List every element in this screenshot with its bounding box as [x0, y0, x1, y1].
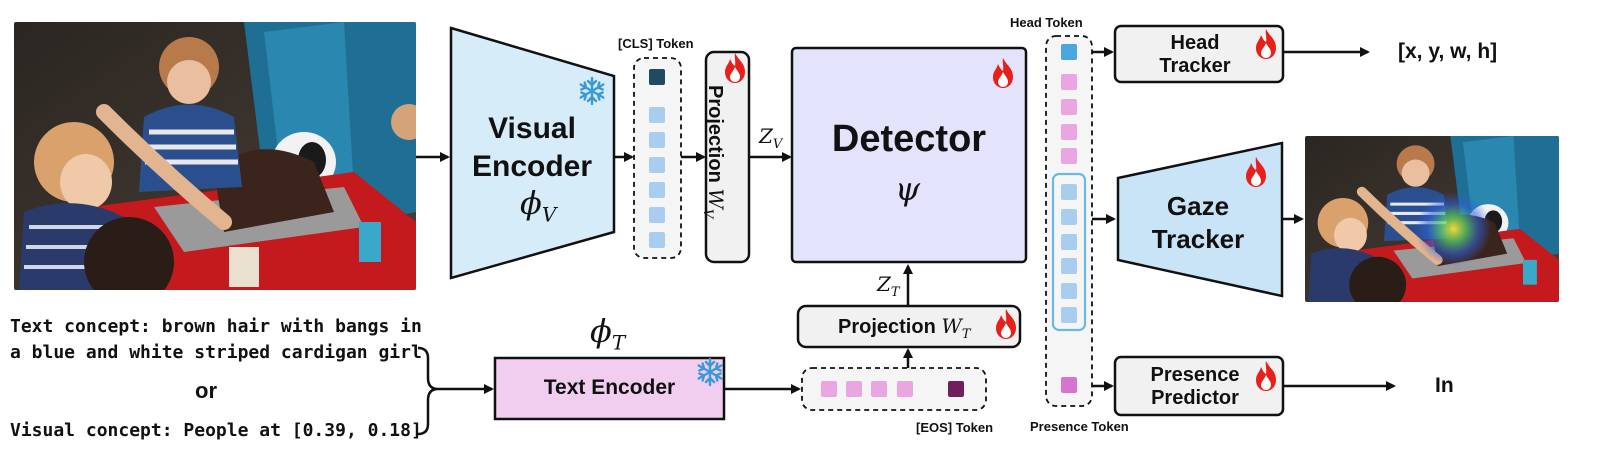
phi-v-symbol: ϕ: [520, 184, 542, 222]
gaze-tracker-line1: Gaze: [1166, 191, 1230, 221]
z-t-label: ZT: [877, 272, 900, 300]
visual-encoder-symbol: ϕV: [520, 184, 556, 226]
eos-token-label: [EOS] Token: [916, 420, 994, 435]
visual-encoder-line1: Visual: [488, 112, 576, 145]
w-t-symbol: W: [941, 314, 962, 338]
z-t-symbol: Z: [877, 272, 891, 296]
gaze-token-group-frame: [1051, 172, 1087, 332]
input-scene-drawing: [14, 22, 416, 290]
projection-t-text: Projection: [838, 316, 942, 338]
presence-predictor-title: Presence Predictor: [1115, 364, 1275, 410]
detector-block: [790, 46, 1028, 264]
text-token-row: [801, 367, 987, 411]
detector-symbol: ψ: [895, 170, 921, 208]
gaze-tracker-line2: Tracker: [1151, 224, 1245, 254]
z-v-subscript: V: [772, 137, 783, 152]
gaze-tracker-title: Gaze Tracker: [1128, 190, 1268, 256]
head-tracker-output: [x, y, w, h]: [1398, 40, 1498, 63]
pink-query-token-squares: [1061, 74, 1077, 164]
output-scene-drawing: [1305, 136, 1559, 302]
text-encoder-block: [493, 356, 726, 421]
phi-t-label: ϕT: [590, 312, 625, 354]
presence-token-label: Presence Token: [1030, 419, 1129, 434]
head-tracker-line1: Head: [1170, 32, 1220, 54]
projection-v-text: Projection: [704, 85, 726, 183]
visual-concept-line: Visual concept: People at [0.39, 0.18]: [10, 420, 422, 441]
presence-token-square: [1061, 377, 1077, 393]
output-gaze-heatmap-photo: [1305, 136, 1559, 302]
w-v-symbol: W: [704, 188, 728, 209]
projection-t-label: Projection WT: [838, 314, 971, 342]
projection-v-label: Projection WV: [700, 85, 728, 218]
head-tracker-title: Head Tracker: [1115, 32, 1275, 78]
gaze-token-squares: [1061, 184, 1077, 323]
head-token-square: [1061, 44, 1077, 60]
presence-predictor-line2: Predictor: [1151, 387, 1239, 409]
phi-t-subscript: T: [611, 330, 626, 355]
head-token-label: Head Token: [1010, 15, 1083, 30]
phi-t-symbol: ϕ: [590, 312, 612, 350]
head-tracker-line2: Tracker: [1159, 55, 1231, 77]
text-concept-line1: Text concept: brown hair with bangs in: [10, 316, 422, 337]
input-scene-photo: [14, 22, 416, 290]
projection-t-block: [796, 304, 1022, 349]
cls-token-label: [CLS] Token: [618, 36, 694, 51]
presence-predictor-output: In: [1435, 374, 1454, 397]
detector-title: Detector: [831, 118, 987, 160]
phi-v-subscript: V: [541, 202, 557, 227]
presence-predictor-line1: Presence: [1150, 364, 1240, 386]
head-tracker-block: [1113, 24, 1285, 84]
w-v-subscript: V: [700, 208, 715, 219]
visual-encoder-title: Visual Encoder: [462, 110, 602, 186]
text-token-squares: [821, 381, 913, 397]
gaze-heatmap-blob: [1415, 191, 1492, 267]
visual-encoder-block: [449, 26, 616, 280]
text-encoder-label: Text Encoder: [543, 376, 676, 399]
z-t-subscript: T: [890, 285, 900, 300]
visual-token-squares: [649, 107, 665, 248]
text-concept-line2: a blue and white striped cardigan girl: [10, 342, 422, 363]
concept-or-label: or: [195, 378, 217, 403]
z-v-symbol: Z: [759, 124, 773, 148]
cls-token-square: [649, 69, 665, 85]
z-v-label: ZV: [759, 124, 782, 152]
w-t-subscript: T: [961, 327, 971, 342]
visual-encoder-line2: Encoder: [471, 150, 593, 183]
gaze-tracker-block: [1116, 141, 1284, 298]
eos-token-square: [948, 381, 964, 397]
